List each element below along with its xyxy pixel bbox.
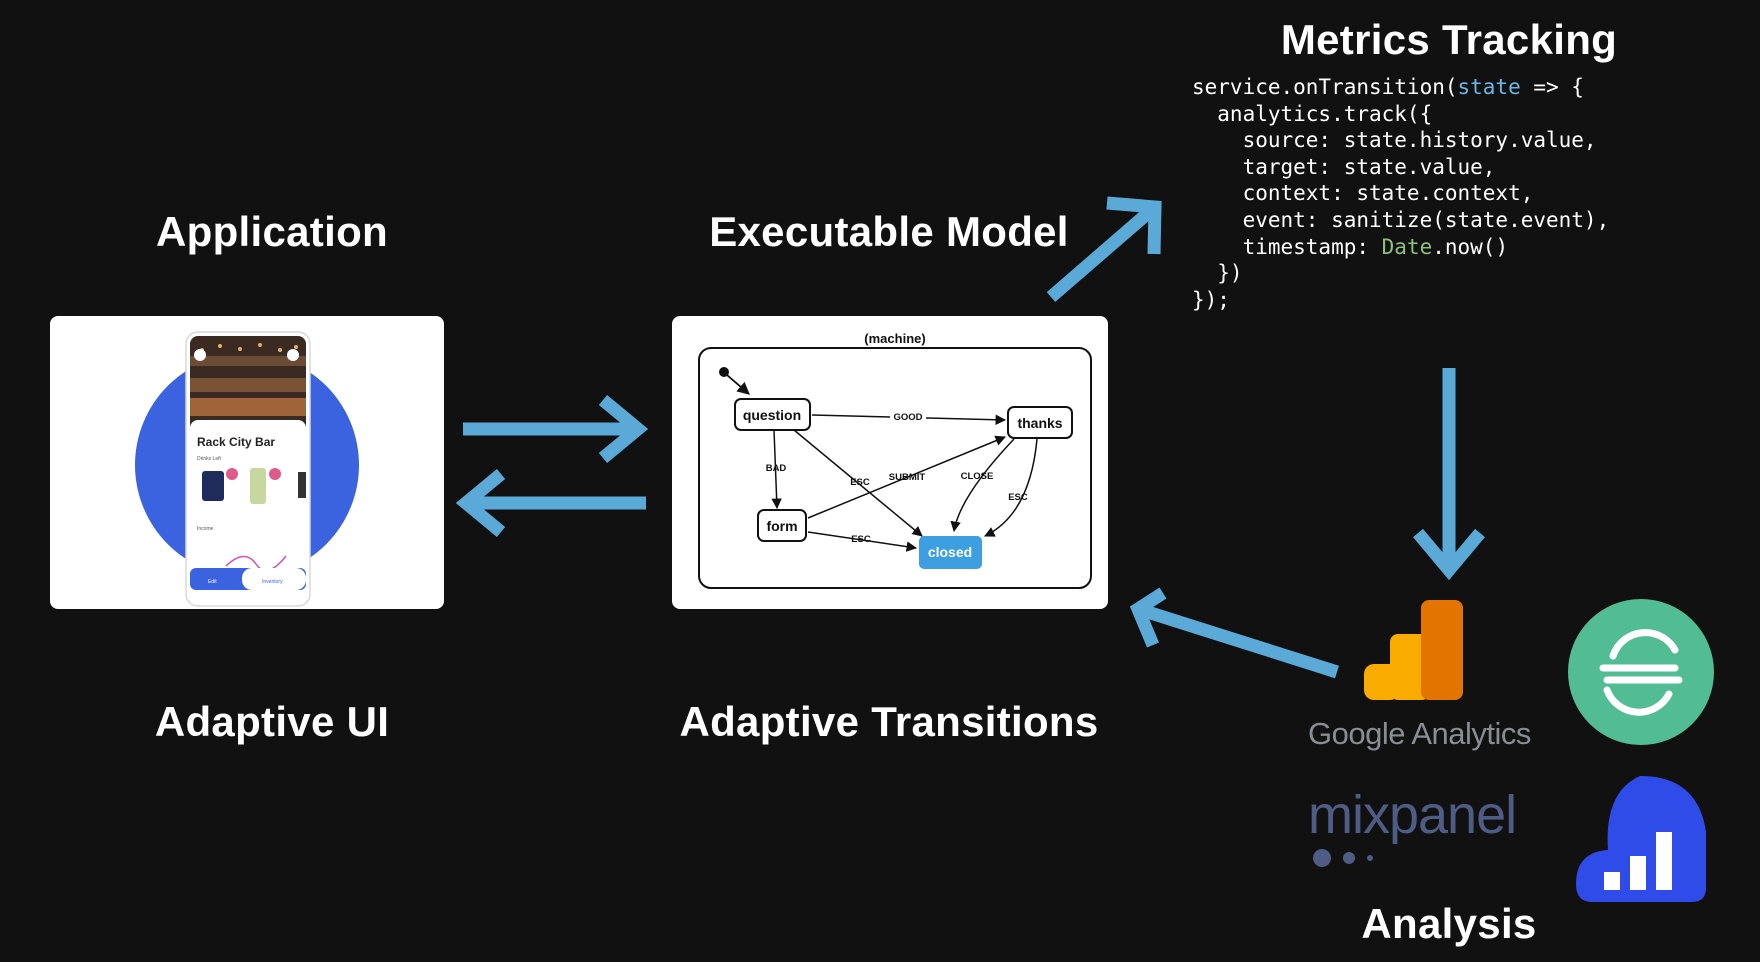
- back-icon[interactable]: [194, 349, 206, 361]
- code-line-7: timestamp: Date.now(): [1192, 234, 1509, 259]
- state-closed-label: closed: [928, 544, 972, 560]
- mixpanel-dots-icon: [1313, 849, 1373, 867]
- machine-title: (machine): [864, 331, 925, 346]
- event-label-esc-form: ESC: [851, 534, 871, 545]
- machine-boundary: [698, 347, 1092, 589]
- heading-metrics-tracking: Metrics Tracking: [1280, 16, 1618, 63]
- statechart-card: (machine) GOOD BAD ESC SUBMIT CLOSE ESC …: [672, 316, 1108, 609]
- transition-esc-question: [793, 429, 923, 537]
- venue-title: Rack City Bar: [197, 435, 275, 449]
- transition-close: [950, 438, 1015, 533]
- state-thanks[interactable]: [1007, 406, 1073, 439]
- drinks-left-label: Drinks Left: [197, 456, 222, 462]
- code-line-4: target: state.value,: [1192, 154, 1496, 179]
- income-label: Income: [197, 526, 214, 532]
- event-label-esc-thanks: ESC: [1008, 492, 1028, 503]
- event-label-esc-question: ESC: [850, 477, 870, 488]
- heading-executable-model: Executable Model: [709, 208, 1069, 255]
- event-label-good: GOOD: [893, 412, 922, 423]
- arrow-app-to-model: [463, 394, 649, 464]
- arrow-analysis-to-model: [1129, 587, 1339, 679]
- code-line-1: service.onTransition(state => {: [1192, 75, 1584, 99]
- arrow-model-to-app: [455, 468, 646, 538]
- google-analytics-icon: [1364, 600, 1463, 700]
- code-line-5: context: state.context,: [1192, 181, 1534, 206]
- heading-adaptive-transitions: Adaptive Transitions: [679, 698, 1099, 745]
- code-line-3: source: state.history.value,: [1192, 128, 1597, 153]
- heading-analysis: Analysis: [1361, 900, 1537, 947]
- drink-bottle-1: [202, 471, 224, 501]
- transition-esc-thanks: [984, 438, 1038, 537]
- arrow-metrics-to-analysis: [1413, 368, 1485, 581]
- state-closed[interactable]: [919, 536, 982, 569]
- state-question[interactable]: [734, 398, 811, 431]
- code-line-8: }): [1192, 261, 1243, 286]
- transition-esc-form: [807, 531, 918, 552]
- tab-edit[interactable]: Edit: [208, 579, 217, 585]
- bar-chart-cloud-icon: [1576, 776, 1706, 902]
- segment-icon: [1568, 599, 1714, 745]
- code-line-6: event: sanitize(state.event),: [1192, 207, 1610, 232]
- state-form[interactable]: [757, 509, 807, 542]
- code-line-9: });: [1192, 287, 1230, 312]
- application-card: Rack City Bar Drinks Left Income Edit In…: [50, 316, 444, 609]
- event-label-bad: BAD: [766, 463, 787, 474]
- heading-adaptive-ui: Adaptive UI: [154, 698, 390, 745]
- transition-bad: [771, 429, 782, 510]
- event-label-submit: SUBMIT: [889, 472, 926, 483]
- transition-submit: [807, 435, 1006, 519]
- metrics-code-block: service.onTransition(state => { analytic…: [1192, 74, 1609, 313]
- more-icon[interactable]: [287, 349, 299, 361]
- drink-bottle-2: [250, 468, 266, 504]
- income-chart-line: [225, 555, 287, 572]
- state-thanks-label: thanks: [1017, 415, 1062, 431]
- google-analytics-wordmark: Google Analytics: [1308, 716, 1531, 751]
- heading-application: Application: [156, 208, 388, 255]
- initial-transition: [726, 374, 750, 395]
- initial-state-dot: [719, 367, 729, 377]
- event-label-close: CLOSE: [961, 471, 994, 482]
- mixpanel-wordmark: mixpanel: [1308, 785, 1517, 845]
- phone-mockup: Rack City Bar Drinks Left Income Edit In…: [135, 331, 359, 607]
- tab-inventory[interactable]: Inventory: [262, 579, 283, 585]
- code-line-2: analytics.track({: [1192, 101, 1433, 126]
- statechart-diagram: (machine) GOOD BAD ESC SUBMIT CLOSE ESC …: [698, 331, 1092, 589]
- state-form-label: form: [766, 518, 797, 534]
- state-question-label: question: [743, 407, 801, 423]
